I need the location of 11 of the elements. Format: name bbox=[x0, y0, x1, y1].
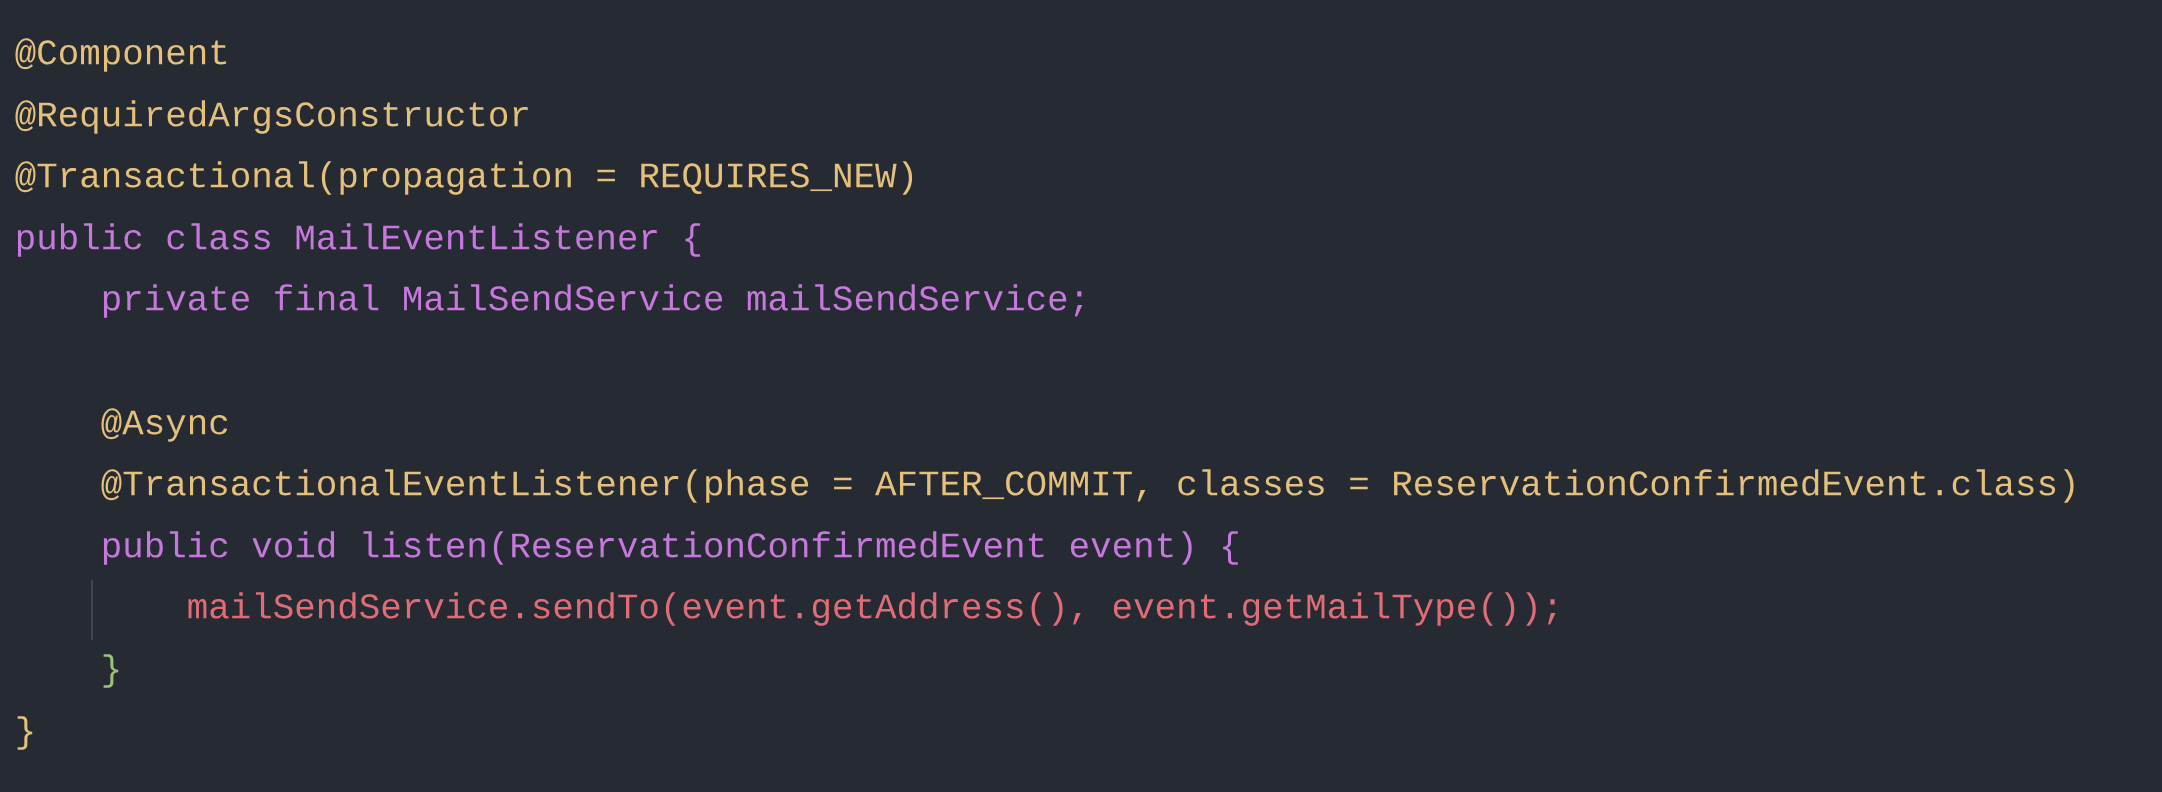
code-line: @Async bbox=[101, 408, 228, 442]
code-line: @Transactional(propagation = REQUIRES_NEW) bbox=[15, 161, 913, 195]
code-line: public void listen(ReservationConfirmedEvent event) { bbox=[103, 531, 1238, 565]
code-line: @Component bbox=[15, 38, 227, 72]
code-line: @TransactionalEventListener(phase = AFTER_COMMIT, classes = ReservationConfirmedEvent.class) bbox=[101, 469, 2074, 503]
code-line: @RequiredArgsConstructor bbox=[15, 100, 528, 134]
code-line: mailSendService.sendTo(event.getAddress(), event.getMailType()); bbox=[188, 592, 1556, 626]
code-line: } bbox=[103, 654, 119, 688]
code-line: private final MailSendService mailSendService; bbox=[103, 284, 1083, 318]
code-line: } bbox=[17, 716, 33, 750]
code-line: public class MailEventListener { bbox=[17, 223, 701, 257]
